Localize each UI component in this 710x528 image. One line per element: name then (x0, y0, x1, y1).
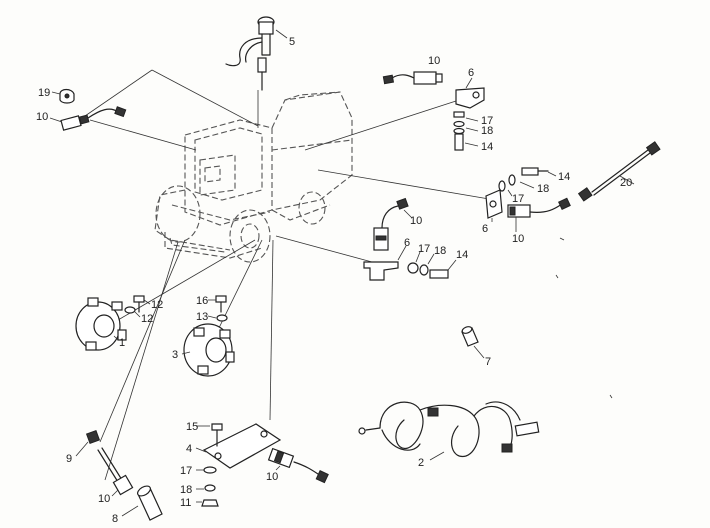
part-5-switch[interactable] (225, 16, 288, 91)
reference-lines (84, 69, 496, 481)
callout-17-lower: 17 (180, 465, 192, 477)
part-2-wiring-harness[interactable] (358, 401, 540, 461)
callout-3: 3 (172, 349, 178, 361)
scan-marks (555, 237, 613, 399)
callout-10-right: 10 (512, 233, 524, 245)
right-sensor-assembly[interactable] (485, 167, 571, 232)
callout-18-lower: 18 (180, 484, 192, 496)
callout-10-lower-center: 10 (266, 471, 278, 483)
part-19-clip[interactable] (51, 88, 75, 104)
callout-20: 20 (620, 177, 632, 189)
callout-11: 11 (180, 497, 191, 509)
callout-4: 4 (186, 443, 192, 455)
callout-12-center: 13 (196, 311, 208, 323)
callout-10-upper-right: 10 (428, 55, 440, 67)
callout-2: 2 (418, 457, 424, 469)
callout-1: 1 (119, 337, 125, 349)
callout-10-upper-left: 10 (36, 111, 48, 123)
part-1-pulse-ring[interactable] (75, 297, 127, 351)
callout-17-right: 17 (512, 193, 524, 205)
callout-19: 19 (38, 87, 50, 99)
callout-13: 12 (151, 299, 163, 311)
callout-6-upper-right: 6 (468, 67, 474, 79)
parts-13-12-bolt-washer[interactable] (124, 295, 151, 318)
callout-16: 16 (196, 295, 208, 307)
callout-14-right: 14 (558, 171, 570, 183)
part-10-sensor-lower-center[interactable] (267, 447, 329, 484)
part-20-cable[interactable] (577, 141, 661, 202)
callout-9: 9 (66, 453, 72, 465)
callout-12-left: 12 (141, 313, 153, 325)
callout-15: 15 (186, 421, 198, 433)
part-10-sensor-upper-left[interactable] (49, 106, 127, 131)
callout-17-upper-right: 17 (481, 115, 493, 127)
upper-right-sensor-assembly[interactable] (382, 71, 485, 151)
callout-6-middle: 6 (404, 237, 410, 249)
callout-labels: 5 19 10 10 6 17 18 14 14 18 17 20 6 10 1… (36, 36, 632, 525)
callout-18-upper-right: 18 (481, 125, 493, 137)
callout-8: 8 (112, 513, 118, 525)
callout-6-right: 6 (482, 223, 488, 235)
callout-14-upper-right: 14 (481, 141, 493, 153)
callout-18-middle: 18 (434, 245, 446, 257)
callout-10-lower-left: 10 (98, 493, 110, 505)
callout-17-middle: 17 (418, 243, 430, 255)
callout-18-right: 18 (537, 183, 549, 195)
harvester-outline (154, 91, 353, 263)
callout-7: 7 (485, 356, 491, 368)
callout-10-middle: 10 (410, 215, 422, 227)
callout-14-middle: 14 (456, 249, 468, 261)
callout-5: 5 (289, 36, 295, 48)
part-3-pulse-ring[interactable] (181, 323, 235, 377)
part-4-mounting-plate[interactable] (195, 423, 282, 507)
parts-9-10-8-lower-left[interactable] (75, 429, 163, 521)
part-7-sleeve[interactable] (461, 325, 485, 359)
middle-sensor-assembly[interactable] (363, 197, 457, 281)
parts-16-12-bolt-washer[interactable] (207, 295, 228, 322)
